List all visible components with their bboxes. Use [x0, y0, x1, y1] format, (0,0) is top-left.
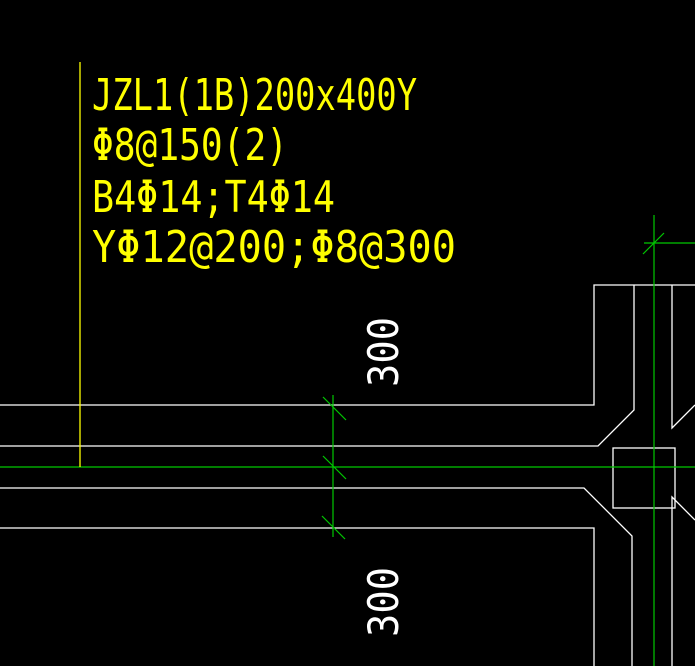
- dimension-text-upper: 300: [359, 317, 408, 387]
- column-section[interactable]: [612, 447, 676, 509]
- beam-label-line3: B4Φ14;T4Φ14: [92, 172, 335, 223]
- dimension-tick-mid[interactable]: [322, 455, 347, 480]
- dimension-tick-bottom[interactable]: [321, 515, 346, 540]
- axis-lines[interactable]: [0, 215, 695, 666]
- lower-slab-edge[interactable]: [0, 527, 595, 666]
- dimension-tick-top[interactable]: [322, 396, 347, 421]
- dimension-text-lower: 300: [359, 567, 408, 637]
- lower-beam-edge[interactable]: [0, 487, 633, 666]
- upper-slab-edge[interactable]: [0, 284, 695, 406]
- beam-annotation[interactable]: JZL1(1B)200x400Y Φ8@150(2) B4Φ14;T4Φ14 Y…: [92, 70, 456, 273]
- beam-label-line4: YΦ12@200;Φ8@300: [92, 222, 456, 273]
- right-beam-upper-chamfer[interactable]: [671, 285, 695, 430]
- upper-beam-edge[interactable]: [0, 285, 635, 447]
- beam-label-line1: JZL1(1B)200x400Y: [92, 70, 417, 121]
- right-beam-lower-chamfer[interactable]: [671, 495, 695, 666]
- beam-outlines[interactable]: [0, 284, 695, 666]
- beam-label-line2: Φ8@150(2): [92, 120, 288, 171]
- top-axis-tick[interactable]: [642, 232, 665, 255]
